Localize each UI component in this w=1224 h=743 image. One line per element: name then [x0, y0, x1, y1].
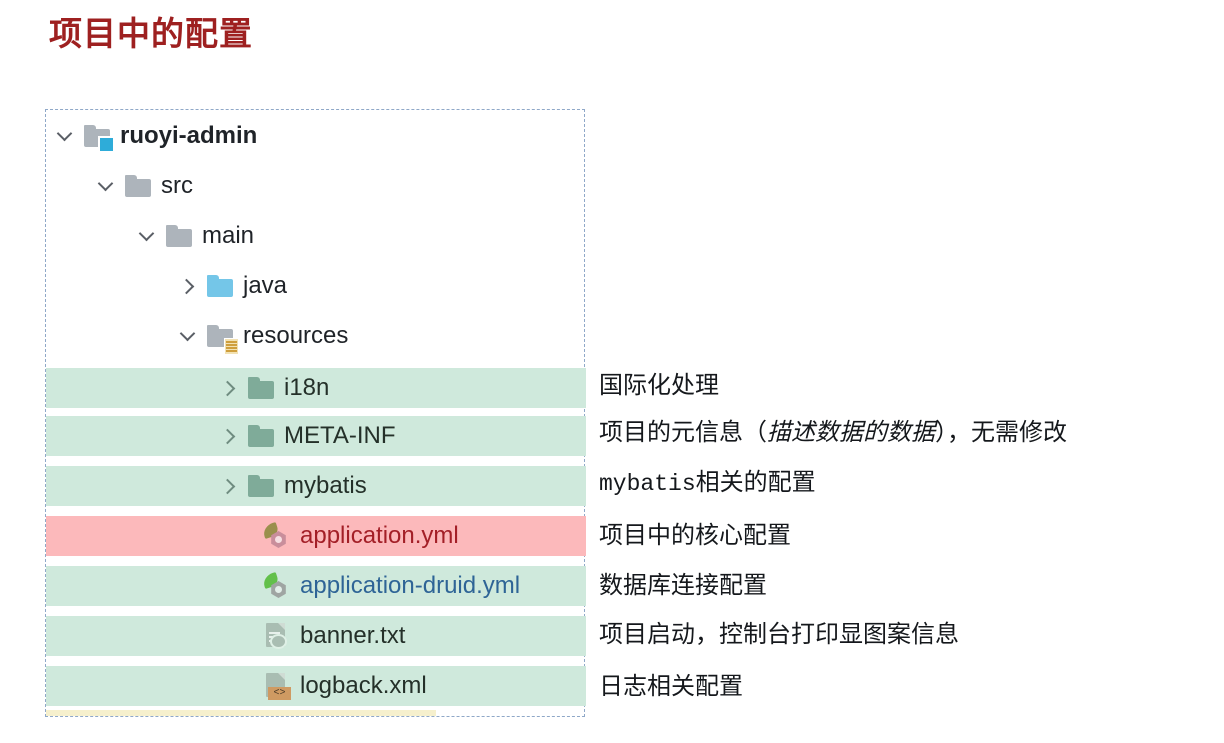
chevron-down-icon[interactable] — [136, 225, 158, 247]
annotation-logback-xml: 日志相关配置 — [599, 673, 743, 700]
chevron-down-icon[interactable] — [177, 325, 199, 347]
panel-bottom-accent — [46, 710, 436, 716]
xml-file-icon: <> — [262, 672, 292, 700]
chevron-right-icon[interactable] — [218, 425, 240, 447]
tree-row[interactable]: <> logback.xml — [46, 666, 586, 706]
tree-row[interactable]: application-druid.yml — [46, 566, 586, 606]
annotation-text: 项目的元信息（ — [599, 419, 767, 446]
tree-node-label: main — [202, 222, 255, 249]
annotation-emphasis: 描述数据的数据 — [767, 419, 935, 446]
tree-row[interactable]: META-INF — [46, 416, 586, 456]
folder-icon — [123, 174, 153, 198]
tree-row[interactable]: mybatis — [46, 466, 586, 506]
text-file-icon — [262, 622, 292, 650]
folder-icon — [246, 424, 276, 448]
folder-icon — [246, 474, 276, 498]
tree-node-label: mybatis — [284, 472, 367, 499]
tree-row[interactable]: resources — [46, 316, 586, 356]
tree-row[interactable]: main — [46, 216, 586, 256]
annotation-code: mybatis — [599, 471, 696, 497]
chevron-right-icon[interactable] — [218, 377, 240, 399]
tree-node-label: META-INF — [284, 422, 396, 449]
annotation-text: 相关的配置 — [695, 469, 816, 496]
chevron-down-icon[interactable] — [54, 125, 76, 147]
tree-node-label: application-druid.yml — [300, 572, 521, 599]
tree-node-label: java — [243, 272, 288, 299]
tree-row[interactable]: java — [46, 266, 586, 306]
chevron-right-icon[interactable] — [177, 275, 199, 297]
annotation-meta-inf: 项目的元信息（描述数据的数据），无需修改 — [599, 421, 1067, 445]
tree-row[interactable]: ruoyi-admin — [46, 116, 586, 156]
annotation-application-druid-yml: 数据库连接配置 — [599, 572, 767, 599]
tree-node-label: ruoyi-admin — [120, 122, 258, 149]
annotation-banner-txt: 项目启动，控制台打印显图案信息 — [599, 621, 959, 648]
tree-node-label: resources — [243, 322, 349, 349]
page-title: 项目中的配置 — [49, 15, 253, 52]
chevron-right-icon[interactable] — [218, 475, 240, 497]
chevron-down-icon[interactable] — [95, 175, 117, 197]
folder-icon — [246, 376, 276, 400]
tree-row[interactable]: banner.txt — [46, 616, 586, 656]
resources-folder-icon — [205, 324, 239, 355]
tree-node-label: application.yml — [300, 522, 459, 549]
annotation-application-yml: 项目中的核心配置 — [599, 522, 791, 549]
annotation-mybatis: mybatis相关的配置 — [599, 471, 816, 496]
tree-node-label: banner.txt — [300, 622, 406, 649]
spring-yaml-file-icon — [261, 572, 292, 600]
module-folder-icon — [82, 124, 115, 153]
folder-icon — [164, 224, 194, 248]
tree-row[interactable]: i18n — [46, 368, 586, 408]
tree-node-label: i18n — [284, 374, 330, 401]
annotation-text: ），无需修改 — [935, 419, 1067, 446]
source-folder-icon — [205, 274, 235, 298]
tree-row[interactable]: application.yml — [46, 516, 586, 556]
spring-yaml-file-icon — [261, 522, 292, 550]
tree-node-label: logback.xml — [300, 672, 427, 699]
tree-row[interactable]: src — [46, 166, 586, 206]
tree-node-label: src — [161, 172, 193, 199]
project-tree-panel: ruoyi-admin src main java — [45, 109, 586, 717]
annotation-i18n: 国际化处理 — [599, 372, 719, 399]
